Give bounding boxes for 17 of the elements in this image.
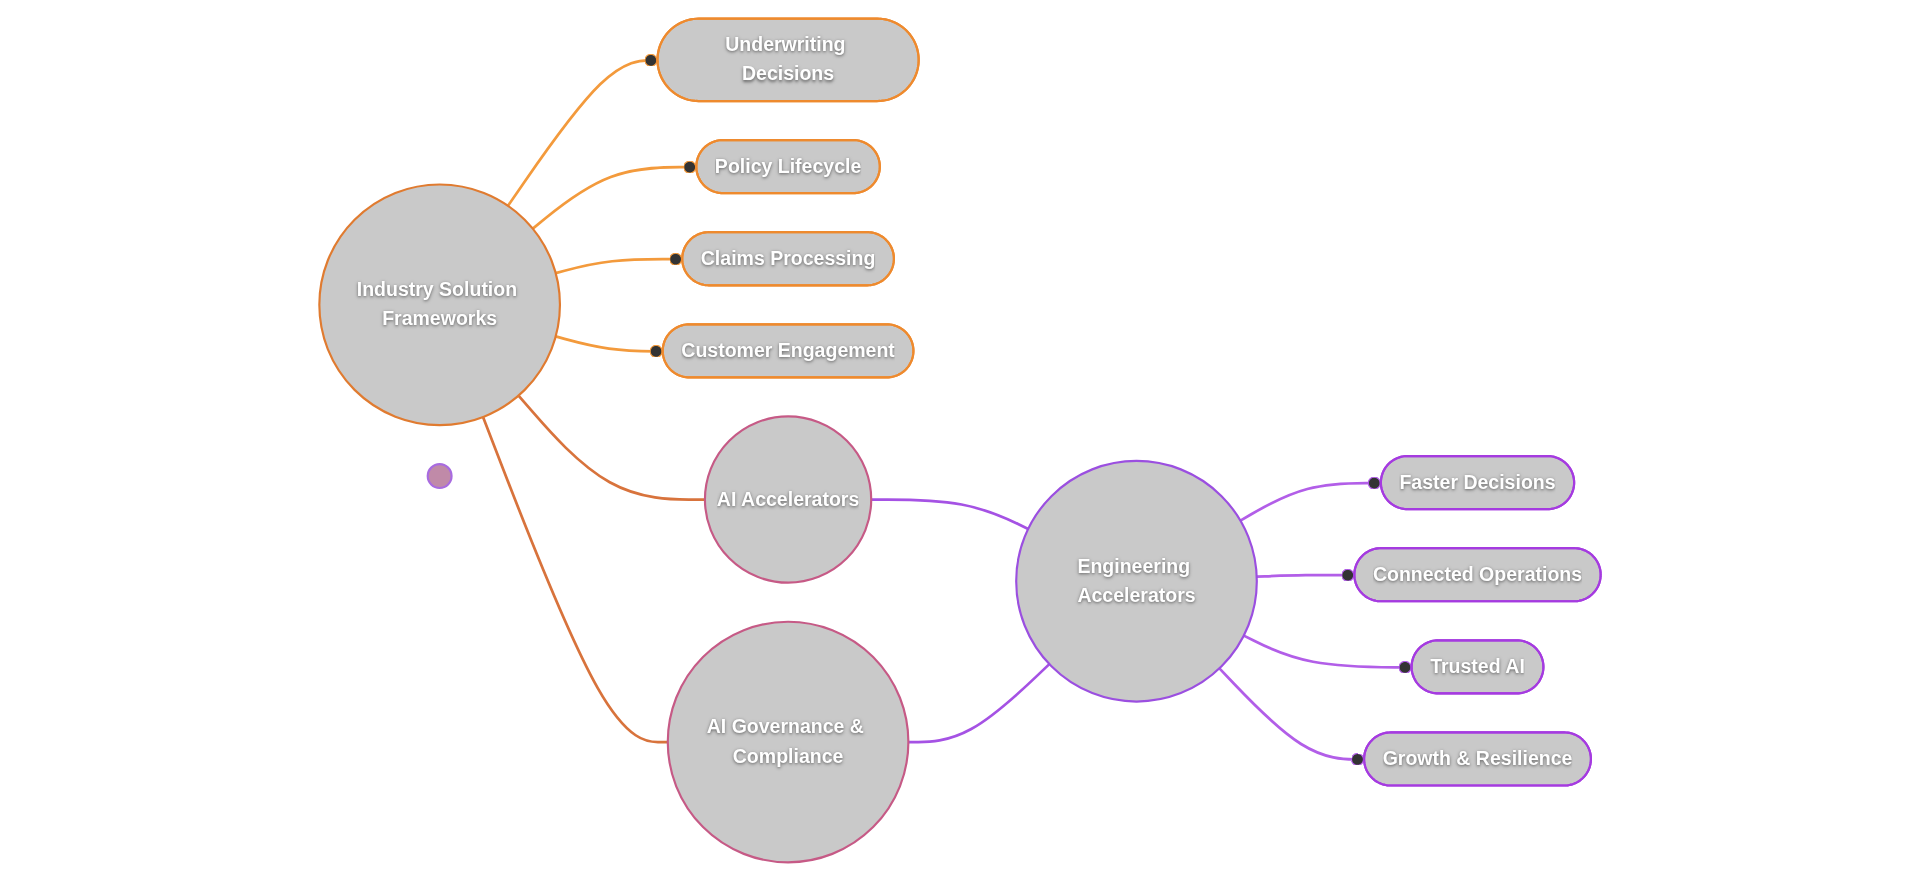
- node-circle: AI Governance & Compliance: [666, 620, 910, 864]
- connector: [555, 252, 683, 275]
- connector: [1218, 667, 1365, 766]
- connector: [531, 160, 697, 230]
- node-circle: AI Accelerators: [703, 415, 873, 584]
- node-circle: [426, 463, 453, 490]
- connector: [871, 498, 1029, 531]
- connector: [517, 394, 705, 501]
- connector: [908, 663, 1051, 744]
- node-circle: Industry Solution Frameworks: [318, 183, 562, 427]
- connector: [481, 416, 668, 744]
- connector: [555, 335, 664, 358]
- connector: [1243, 634, 1413, 674]
- connector: [1256, 568, 1355, 582]
- node-circle: Engineering Accelerators: [1015, 459, 1258, 703]
- connector: [1239, 476, 1382, 522]
- connector: [506, 53, 659, 207]
